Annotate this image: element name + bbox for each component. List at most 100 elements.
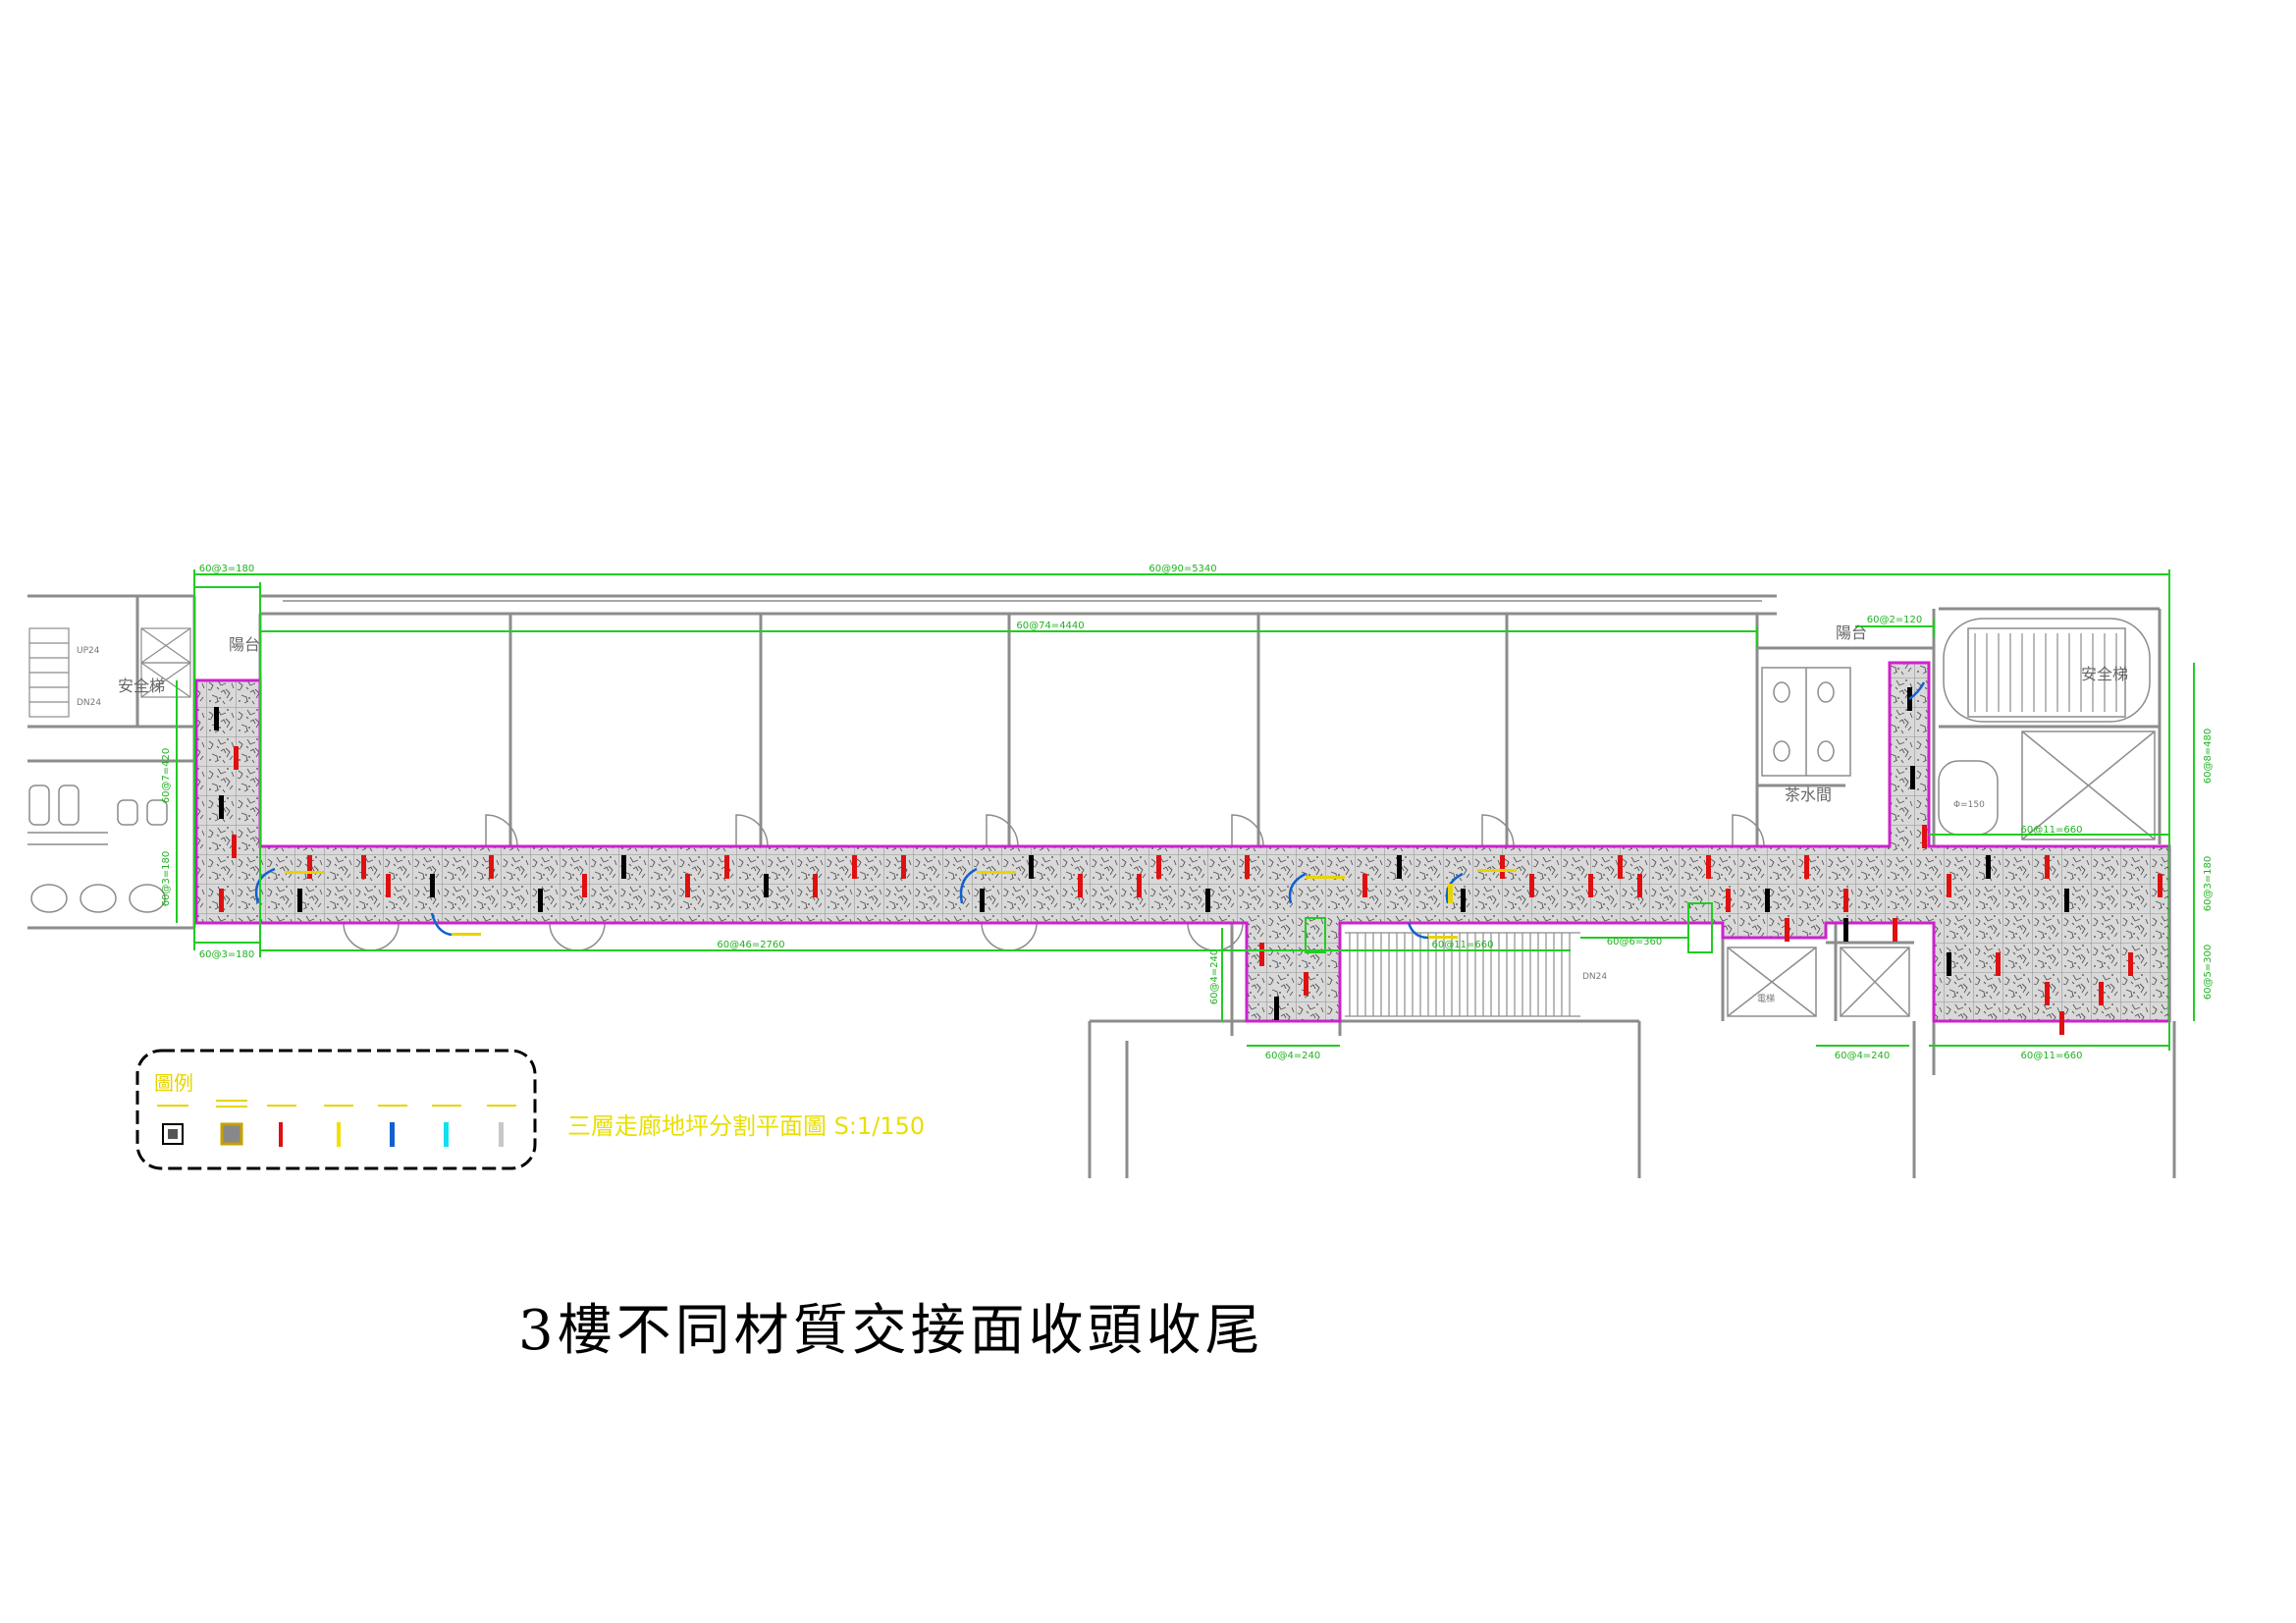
left-stair <box>28 627 191 718</box>
joint-mark <box>1259 943 1264 966</box>
dim-top-overall: 60@90=5340 <box>1148 564 1216 574</box>
joint-marks <box>214 687 2163 1035</box>
joint-mark <box>1986 855 1991 879</box>
joint-mark <box>764 874 769 897</box>
plan-title: 三層走廊地坪分割平面圖 S:1/150 <box>567 1112 925 1140</box>
joint-mark <box>1947 952 1951 976</box>
joint-mark <box>1804 855 1809 879</box>
right-stair <box>1938 618 2156 840</box>
door-swing <box>1481 814 1515 847</box>
door-swing <box>549 922 606 951</box>
joint-mark <box>2099 982 2104 1005</box>
legend-swatch-yellow <box>337 1122 341 1147</box>
joint-mark <box>1304 972 1308 996</box>
joint-mark <box>685 874 690 897</box>
joint-mark <box>1996 952 2001 976</box>
joint-mark <box>1637 874 1642 897</box>
legend-swatch-gray <box>499 1122 504 1147</box>
label-balcony-left: 陽台 <box>229 635 260 654</box>
joint-mark <box>1461 889 1466 912</box>
sheet-caption: 3樓不同材質交接面收頭收尾 <box>518 1299 1264 1363</box>
dim-stair-mid: 60@11=660 <box>1432 940 1494 950</box>
joint-mark <box>2045 855 2050 879</box>
joint-mark <box>234 746 239 770</box>
joint-mark <box>489 855 494 879</box>
label-dia: Φ=150 <box>1953 800 1985 810</box>
joint-mark <box>1137 874 1142 897</box>
door-swing <box>343 922 400 951</box>
corridor-floor <box>194 661 2171 1023</box>
door-swing <box>1187 922 1244 951</box>
door-swing <box>735 814 769 847</box>
center-stair-treads <box>1349 933 1571 1016</box>
joint-mark <box>1362 874 1367 897</box>
joint-mark <box>1910 766 1915 789</box>
joint-mark <box>2128 952 2133 976</box>
legend-swatch-blue <box>390 1122 395 1147</box>
joint-mark <box>980 889 985 912</box>
label-balcony-right: 陽台 <box>1836 623 1867 642</box>
dim-right-v3: 60@5=300 <box>2203 945 2214 1001</box>
joint-mark <box>219 889 224 912</box>
dim-bottom-east: 60@4=240 <box>1835 1051 1891 1061</box>
label-stair-right: 安全梯 <box>2081 665 2128 683</box>
joint-mark <box>2059 1011 2064 1035</box>
dim-left-b: 60@3=180 <box>161 851 172 907</box>
legend-title: 圖例 <box>154 1071 193 1095</box>
right-stair-treads <box>1974 633 2117 712</box>
legend-swatch-cyan <box>444 1122 449 1147</box>
dim-bottom-mid: 60@46=2760 <box>717 940 784 950</box>
joint-mark <box>1205 889 1210 912</box>
door-swing <box>1732 814 1765 847</box>
joint-mark <box>1588 874 1593 897</box>
legend-swatch-red <box>279 1122 283 1147</box>
joint-mark <box>1156 855 1161 879</box>
joint-mark <box>901 855 906 879</box>
dim-bottom-right-mid: 60@6=360 <box>1607 937 1663 947</box>
label-dn-left: DN24 <box>77 698 101 708</box>
dimension-lines <box>176 569 2195 1051</box>
door-swing <box>981 922 1038 951</box>
dim-top-left: 60@3=180 <box>199 564 255 574</box>
tea-toilets <box>1761 667 1851 777</box>
joint-mark <box>2045 982 2050 1005</box>
dim-right-v1: 60@8=480 <box>2203 729 2214 784</box>
label-tea-room: 茶水間 <box>1785 785 1832 804</box>
dim-top-mid: 60@74=4440 <box>1016 621 1084 631</box>
dim-left-a: 60@7=420 <box>161 748 172 804</box>
dim-bottom-left: 60@3=180 <box>199 949 255 960</box>
joint-mark <box>2158 874 2163 897</box>
joint-mark <box>1397 855 1402 879</box>
joint-mark <box>361 855 366 879</box>
joint-mark <box>1706 855 1711 879</box>
legend: 圖例 <box>135 1049 537 1170</box>
dim-bottom-center: 60@4=240 <box>1265 1051 1321 1061</box>
legend-frame <box>135 1049 537 1170</box>
joint-mark <box>386 874 391 897</box>
joint-mark <box>232 835 237 858</box>
joint-mark <box>852 855 857 879</box>
dim-right-a: 60@11=660 <box>2021 825 2083 836</box>
elevators <box>1727 947 1910 1017</box>
yellow-notes <box>285 869 1517 939</box>
room-labels: 安全梯 陽台 陽台 茶水間 安全梯 Φ=150 電梯 UP24 DN24 DN2… <box>77 623 2128 1004</box>
dim-center-v: 60@4=240 <box>1209 949 1220 1005</box>
dim-top-right: 60@2=120 <box>1867 615 1923 625</box>
legend-swatch-tile-gold <box>220 1122 243 1146</box>
joint-mark <box>1893 918 1897 942</box>
door-swing <box>986 814 1019 847</box>
door-swing <box>1231 814 1264 847</box>
joint-mark <box>214 707 219 730</box>
joint-mark <box>1843 918 1848 942</box>
joint-mark <box>1500 855 1505 879</box>
joint-mark <box>2064 889 2069 912</box>
dim-bottom-far-right: 60@11=660 <box>2021 1051 2083 1061</box>
joint-mark <box>297 889 302 912</box>
joint-mark <box>1245 855 1250 879</box>
joint-mark <box>219 795 224 819</box>
joint-mark <box>813 874 818 897</box>
joint-mark <box>1843 889 1848 912</box>
joint-mark <box>1529 874 1534 897</box>
joint-mark <box>1726 889 1731 912</box>
